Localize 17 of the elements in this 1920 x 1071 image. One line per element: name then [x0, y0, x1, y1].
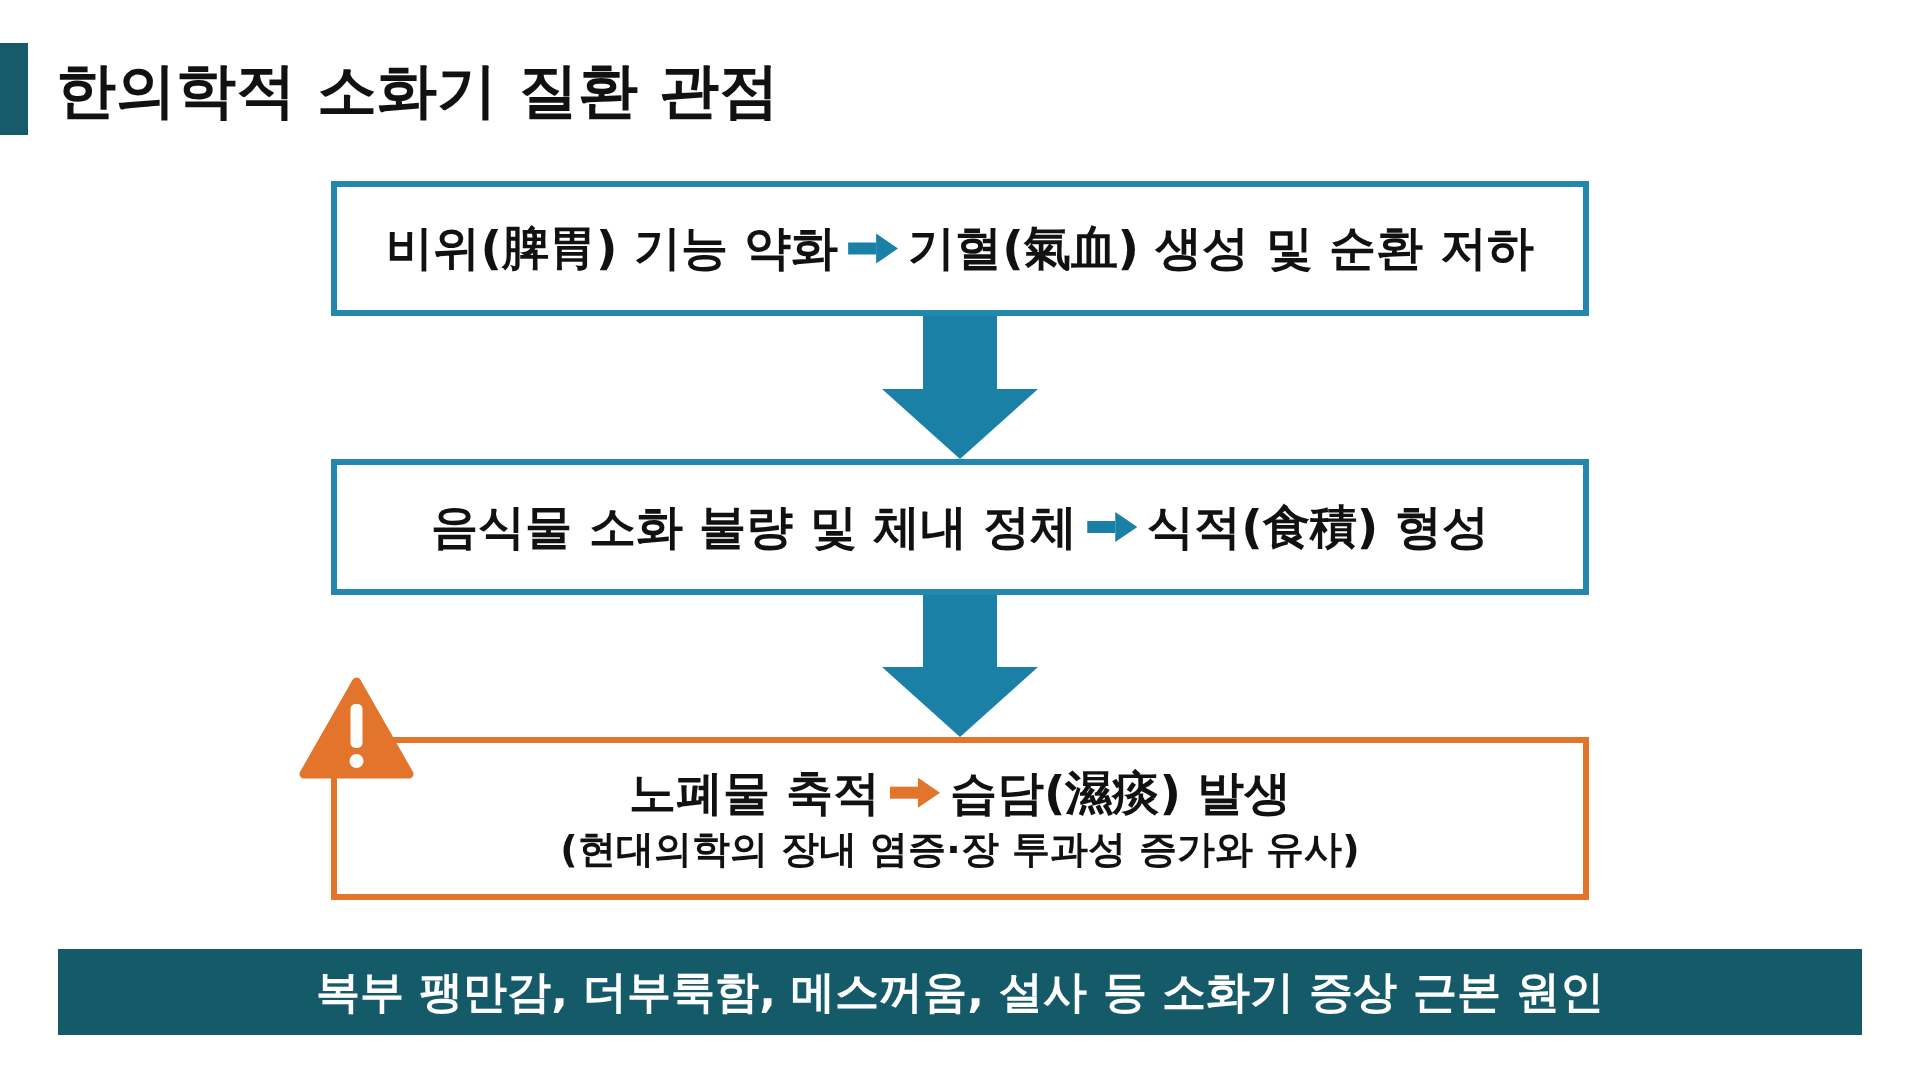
summary-banner: 복부 팽만감, 더부룩함, 메스꺼움, 설사 등 소화기 증상 근본 원인 — [58, 949, 1862, 1035]
title: 한의학적 소화기 질환 관점 — [56, 54, 779, 127]
process-box — [331, 181, 1589, 316]
step-text: 비위(脾胃) 기능 약화 — [376, 220, 849, 277]
arrow — [848, 233, 899, 264]
warning-box — [331, 737, 1589, 900]
step-text: 식적(食積) 형성 — [1137, 498, 1499, 556]
step-text: 습담(濕痰) 발생 — [940, 764, 1302, 821]
step-text: 기혈(氣血) 생성 및 순환 저하 — [898, 220, 1544, 277]
flow-arrow — [882, 316, 1038, 459]
process-box — [331, 459, 1589, 595]
step-text: 음식물 소화 불량 및 체내 정체 — [421, 498, 1088, 556]
flow-arrow — [882, 595, 1038, 737]
box-note: (현대의학의 장내 염증·장 투과성 증가와 유사) — [560, 826, 1360, 873]
arrow — [1087, 512, 1138, 542]
arrow — [890, 777, 940, 808]
step-text: 노폐물 축적 — [618, 764, 890, 821]
